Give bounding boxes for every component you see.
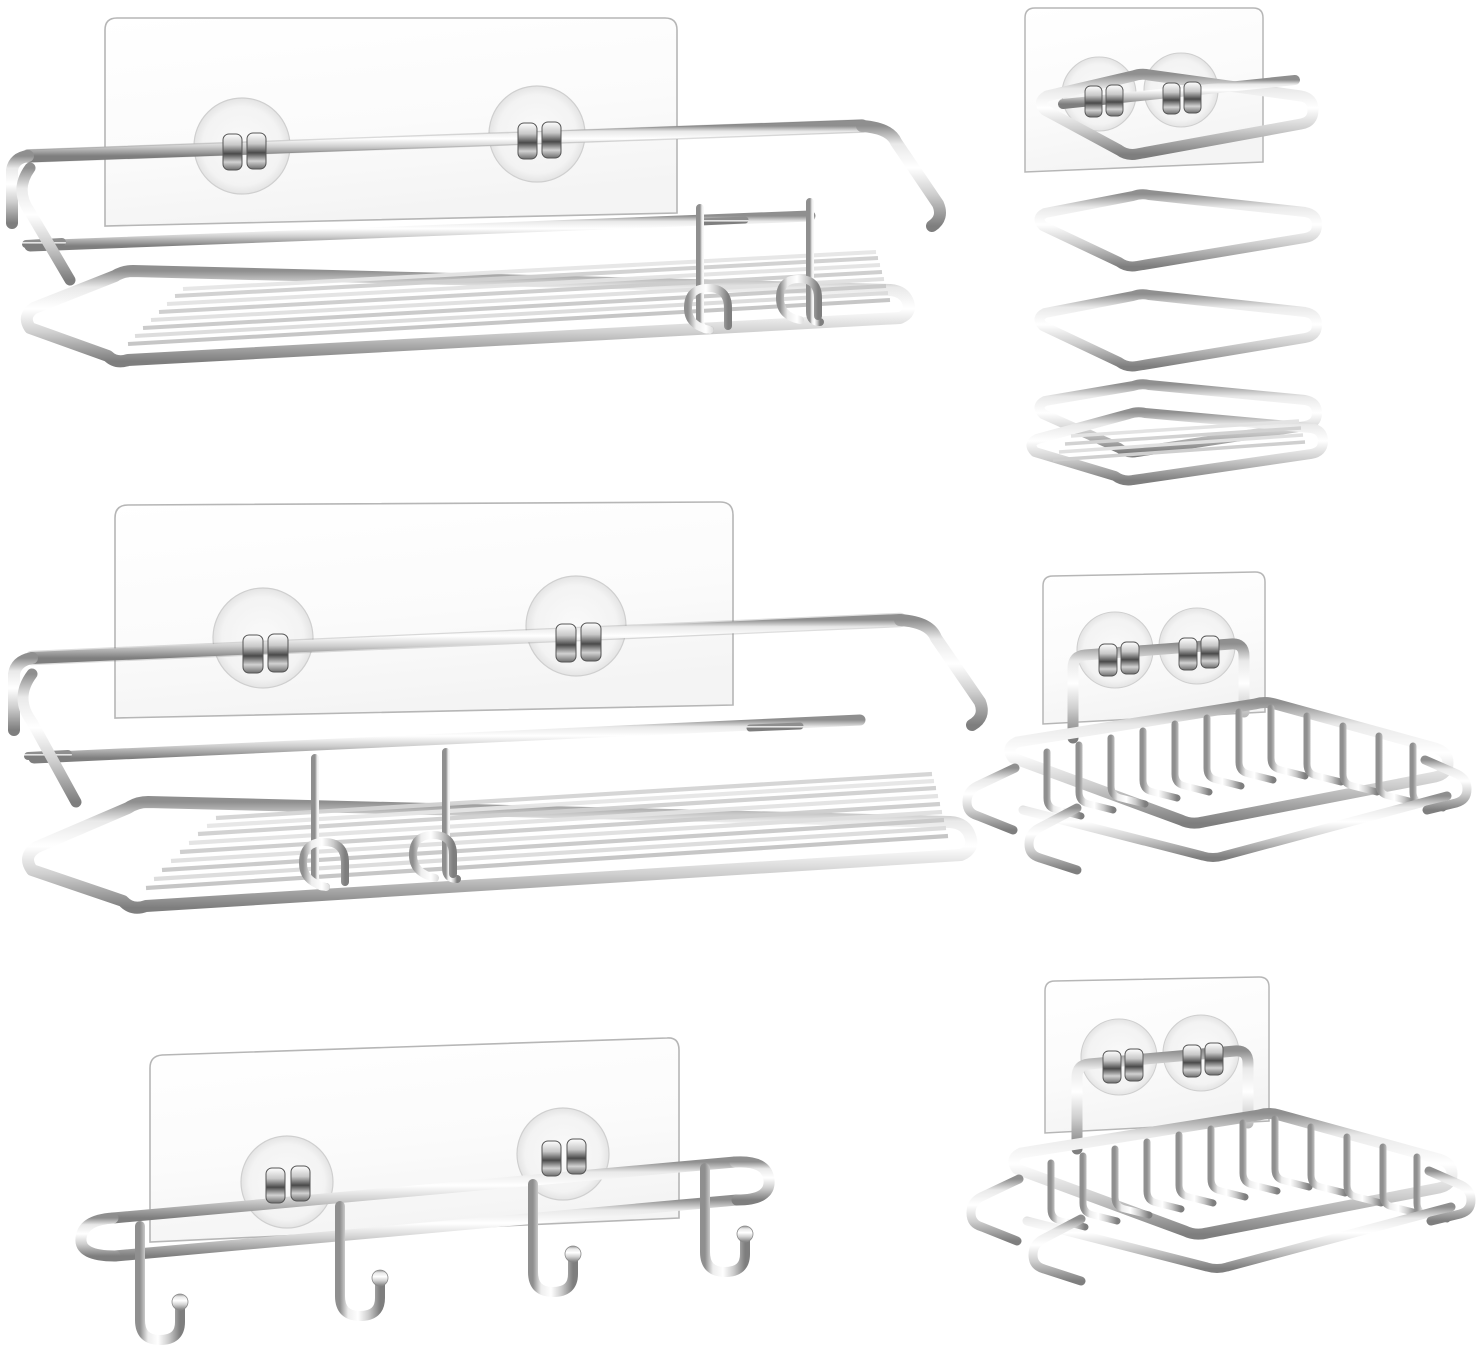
mounting-clip-pair-right [1178, 635, 1220, 671]
mounting-clip-pair-left [242, 633, 289, 674]
mounting-clip-pair-left [265, 1165, 311, 1204]
upper-rail [107, 1156, 741, 1224]
horizontal-band [1034, 189, 1322, 272]
mounting-clip-pair-left [222, 132, 267, 171]
rail-right-bend [894, 614, 988, 731]
mounting-clip-pair-right [555, 622, 602, 663]
front-hook [966, 1174, 1024, 1246]
mount-bracket [1071, 1045, 1254, 1155]
soap-dish-top-rim [1008, 1108, 1458, 1240]
front-hook [1028, 1214, 1086, 1286]
soap-dish-bottom-rim [1022, 1202, 1456, 1273]
front-hook [962, 763, 1020, 835]
slatted-drain-base [1026, 407, 1328, 486]
basket-front-rim [20, 265, 915, 368]
rail-end-left [75, 1212, 121, 1262]
j-hook [528, 1179, 582, 1298]
hook-ball-tip [171, 1293, 189, 1311]
adhesive-mounting-pad [114, 501, 734, 719]
horizontal-band [1034, 379, 1322, 458]
mounting-clip-pair-right [541, 1138, 587, 1177]
rail-stub-right [746, 722, 804, 732]
hanging-hook [298, 754, 349, 891]
product-toothbrush-holder [1005, 4, 1370, 489]
horizontal-band [1034, 289, 1322, 372]
hanging-hook [683, 204, 732, 334]
back-top-rail [21, 119, 869, 163]
mounting-clip-pair-left [1098, 641, 1140, 677]
j-hook [335, 1201, 389, 1322]
product-soap-dish-lower [955, 965, 1476, 1315]
hanging-hook [408, 748, 461, 883]
corner-brace-left [16, 162, 76, 286]
mounting-clip-pair-left [1102, 1048, 1144, 1084]
hanging-hook [775, 198, 824, 326]
mounting-clip-pair-right [1162, 81, 1202, 115]
mount-bracket [1067, 638, 1250, 744]
rail-left-bend [6, 150, 34, 229]
middle-rail [28, 714, 866, 764]
middle-rail [24, 210, 816, 252]
soap-dish-bottom-rim [1018, 791, 1452, 862]
front-hook [1024, 803, 1082, 875]
adhesive-disc [212, 587, 314, 689]
j-hook [135, 1221, 189, 1346]
hook-ball-tip [736, 1225, 754, 1243]
rail-end-right [729, 1156, 775, 1206]
slatted-drain-base [127, 250, 891, 346]
product-shelf-basket-small [6, 8, 955, 393]
rail-right-bend [856, 120, 946, 232]
product-hook-rail [55, 1030, 800, 1360]
product-soap-dish-upper [955, 560, 1472, 905]
soap-dish-top-rim [1004, 697, 1454, 829]
basket-front-rim [22, 796, 978, 914]
hook-ball-tip [371, 1269, 389, 1287]
hook-ball-tip [564, 1245, 582, 1263]
rail-left-bend [8, 652, 38, 736]
vertical-posts [1044, 102, 1316, 444]
slatted-drain-base [145, 771, 949, 891]
product-shelf-basket-large [8, 490, 1005, 945]
adhesive-mounting-pad [104, 17, 678, 227]
corner-brace-left [17, 668, 82, 808]
mounting-clip-pair-right [1182, 1042, 1224, 1078]
j-hook [700, 1163, 754, 1278]
mounting-clip-pair-right [517, 121, 562, 160]
end-cap-hook [1420, 755, 1472, 815]
top-rim-frame [1036, 68, 1319, 160]
lower-rail [109, 1194, 743, 1262]
rail-stub-right [696, 216, 749, 226]
back-top-rail [24, 612, 908, 666]
adhesive-disc [240, 1135, 334, 1229]
mounting-clip-pair-left [1084, 84, 1124, 118]
end-cap-hook [1424, 1166, 1476, 1226]
